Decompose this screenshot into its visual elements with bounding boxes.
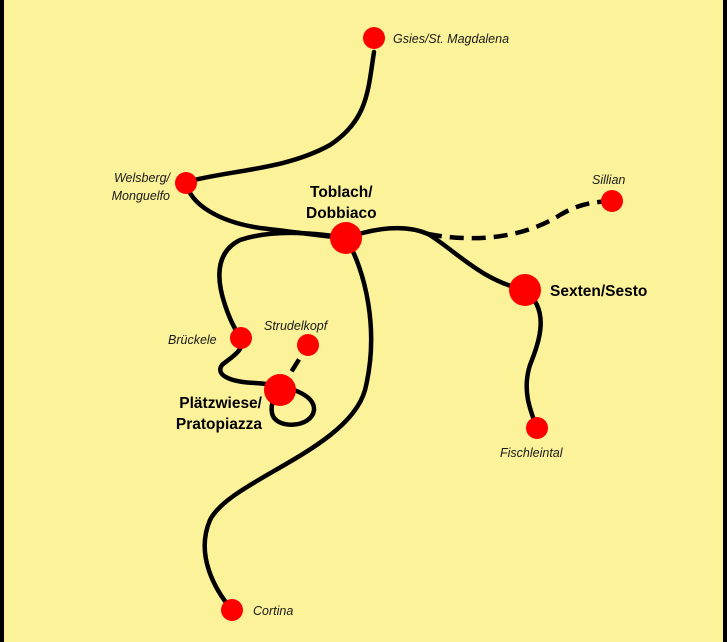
label-strudelkopf: Strudelkopf — [264, 319, 329, 333]
route-bruckele-platzwiese — [218, 335, 317, 427]
station-sexten — [509, 274, 541, 306]
label-platzwiese-line2: Pratopiazza — [176, 416, 263, 433]
label-sillian: Sillian — [592, 173, 625, 187]
station-toblach — [330, 222, 362, 254]
station-platzwiese — [264, 374, 296, 406]
label-welsberg-line2: Monguelfo — [112, 189, 170, 203]
label-toblach-line2: Dobbiaco — [306, 205, 377, 222]
route-toblach-bruckele — [217, 230, 349, 341]
station-gsies — [363, 27, 385, 49]
route-toblach-cortina — [202, 235, 374, 613]
label-bruckele: Brückele — [168, 333, 217, 347]
route-toblach-sexten — [343, 225, 528, 293]
station-cortina — [221, 599, 243, 621]
station-strudelkopf — [297, 334, 319, 356]
station-bruckele — [230, 327, 252, 349]
station-fischleintal — [526, 417, 548, 439]
label-sexten: Sexten/Sesto — [550, 283, 647, 300]
route-gsies-welsberg — [183, 49, 377, 185]
label-toblach-line1: Toblach/ — [310, 184, 373, 201]
label-cortina: Cortina — [253, 604, 293, 618]
map-left-border — [0, 0, 4, 642]
route-sexten-fischleintal — [522, 287, 543, 431]
station-sillian — [601, 190, 623, 212]
label-welsberg-line1: Welsberg/ — [114, 171, 172, 185]
label-gsies: Gsies/St. Magdalena — [393, 32, 509, 46]
station-welsberg — [175, 172, 197, 194]
route-toblach-sillian — [427, 198, 613, 241]
label-platzwiese-line1: Plätzwiese/ — [179, 395, 262, 412]
map-right-border — [723, 0, 727, 642]
label-fischleintal: Fischleintal — [500, 446, 564, 460]
